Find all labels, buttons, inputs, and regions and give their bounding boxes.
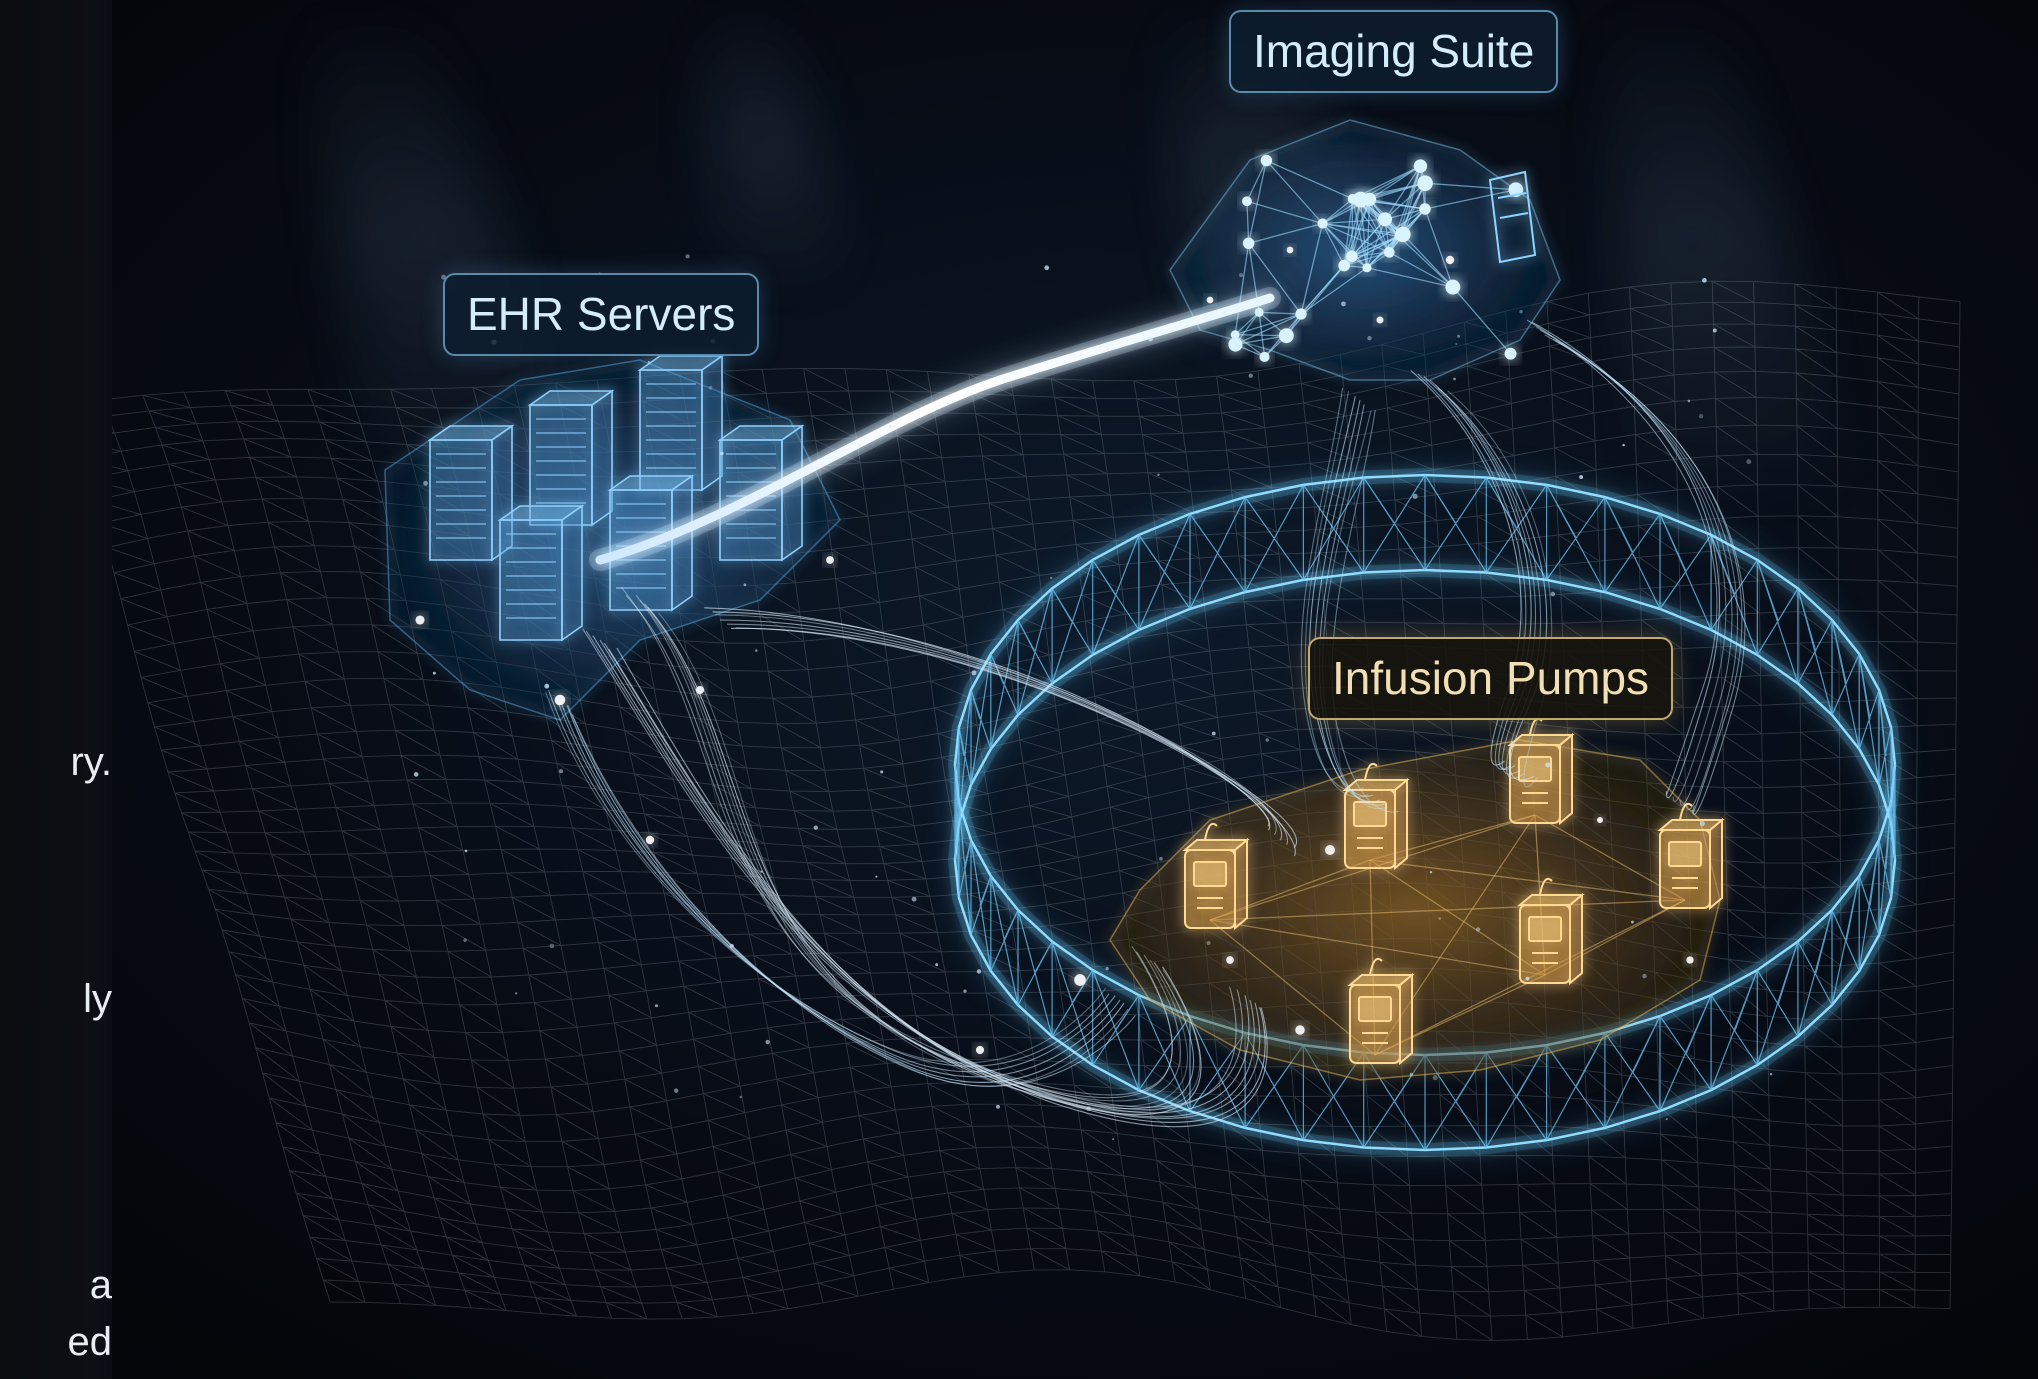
imaging-monitor-icon [1488,170,1537,264]
pump-cluster [1109,717,1725,1081]
imaging-node-graph [1228,154,1524,363]
imaging-suite-label: Imaging Suite [1229,10,1559,93]
primary-data-link [589,287,1281,571]
glow-particles [413,246,1773,1141]
text-fragment: ed [67,1320,113,1364]
text-fragment: a [89,1263,112,1307]
text-fragment: ly [83,977,112,1021]
left-text-panel: ry. ly a ed [0,0,112,1379]
infusion-pump-icon [1182,717,1725,1066]
server-rack-icon [427,354,805,642]
imaging-cluster [1169,119,1561,381]
text-fragment: ry. [70,740,112,784]
security-perimeter-ring [947,467,1902,1158]
infusion-pumps-label: Infusion Pumps [1308,637,1674,720]
ehr-servers-label: EHR Servers [443,273,760,356]
ehr-cluster [384,354,841,721]
